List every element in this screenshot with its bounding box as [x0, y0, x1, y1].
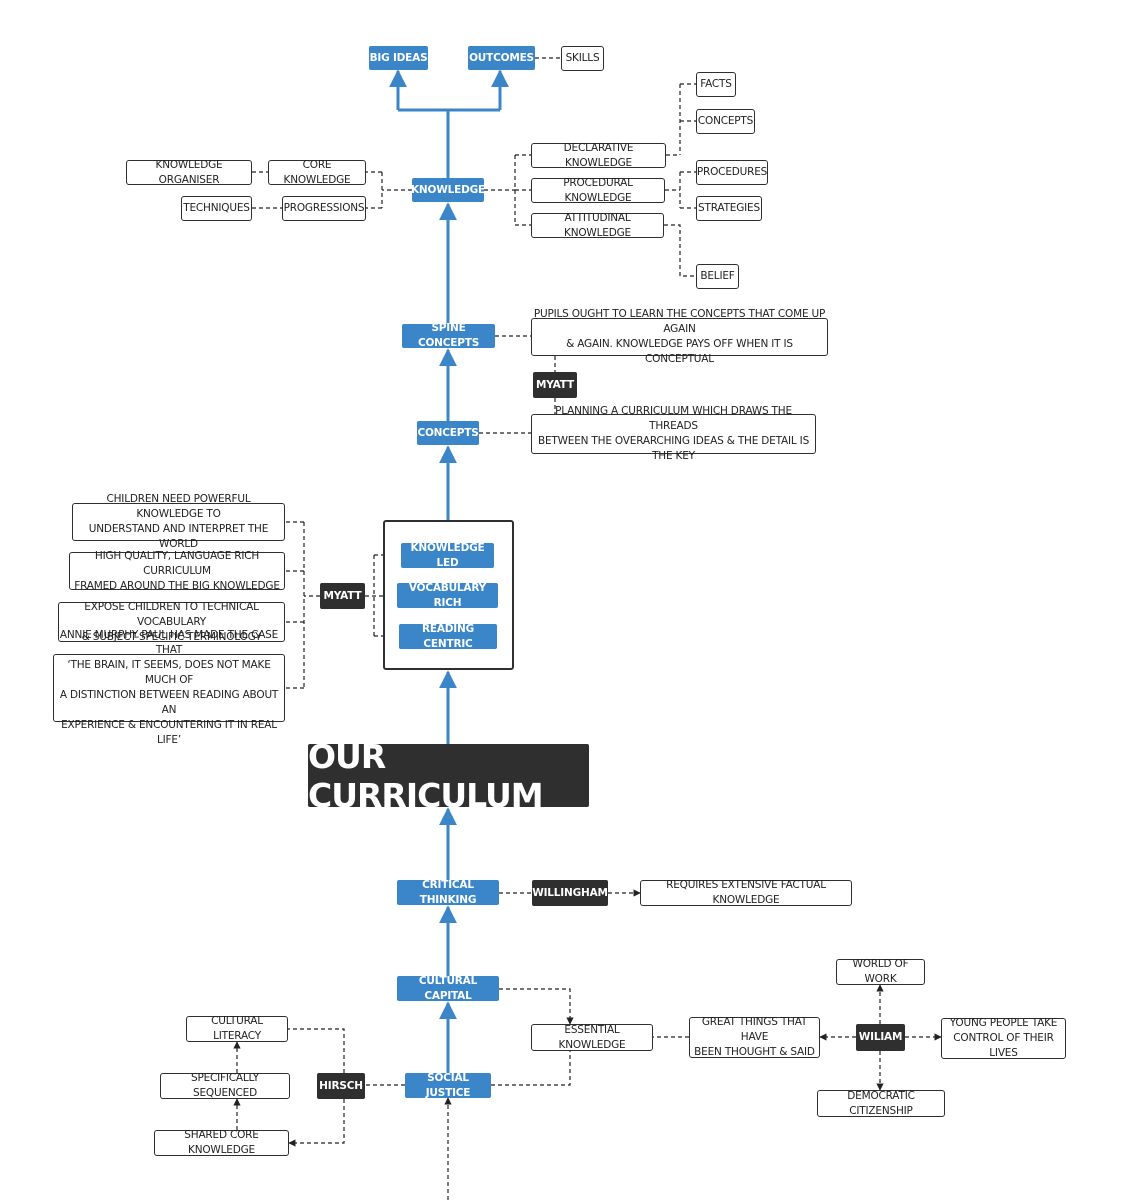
node-belief: BELIEF: [696, 264, 739, 289]
node-young-people: YOUNG PEOPLE TAKE CONTROL OF THEIR LIVES: [941, 1017, 1066, 1059]
node-myatt-mid: MYATT: [320, 583, 365, 609]
node-quote-quality: HIGH QUALITY, LANGUAGE RICH CURRICULUM F…: [69, 550, 285, 592]
node-cultural-capital: CULTURAL CAPITAL: [397, 975, 499, 1002]
node-essential-knowledge: ESSENTIAL KNOWLEDGE: [531, 1024, 653, 1051]
node-willingham: WILLINGHAM: [532, 880, 608, 906]
link-hirsch-cultural-literacy: [288, 1028, 348, 1080]
node-strategies: STRATEGIES: [696, 196, 762, 221]
node-quote-powerful: CHILDREN NEED POWERFUL KNOWLEDGE TO UNDE…: [72, 493, 285, 550]
node-wiliam: WILIAM: [856, 1024, 905, 1051]
node-democratic-citizenship: DEMOCRATIC CITIZENSHIP: [817, 1090, 945, 1117]
node-spine-quote: PUPILS OUGHT TO LEARN THE CONCEPTS THAT …: [531, 308, 828, 365]
node-procedural-knowledge: PROCEDURAL KNOWLEDGE: [531, 177, 665, 204]
node-myatt-top: MYATT: [533, 372, 577, 398]
node-quote-paul: ANNIE MURPHY PAUL HAS MADE THE CASE THAT…: [53, 629, 285, 746]
node-social-justice: SOCIAL JUSTICE: [405, 1072, 491, 1099]
link-attitudinal-belief: [664, 224, 696, 277]
node-knowledge-organiser: KNOWLEDGE ORGANISER: [126, 159, 252, 186]
node-spine-concepts: SPINE CONCEPTS: [402, 322, 495, 349]
node-knowledge: KNOWLEDGE: [411, 178, 485, 202]
node-reading-centric: READING CENTRIC: [399, 623, 497, 650]
node-concepts-leaf: CONCEPTS: [696, 109, 755, 134]
node-facts: FACTS: [696, 72, 736, 97]
node-concepts-quote: PLANNING A CURRICULUM WHICH DRAWS THE TH…: [531, 405, 816, 462]
node-world-of-work: WORLD OF WORK: [836, 958, 925, 985]
link-hirsch-shared: [288, 1099, 345, 1147]
node-factual-knowledge: REQUIRES EXTENSIVE FACTUAL KNOWLEDGE: [640, 879, 852, 906]
node-hirsch: HIRSCH: [317, 1073, 365, 1099]
node-declarative-knowledge: DECLARATIVE KNOWLEDGE: [531, 142, 666, 169]
node-big-ideas: BIG IDEAS: [369, 46, 428, 70]
node-progressions: PROGRESSIONS: [282, 196, 366, 221]
node-specifically-sequenced: SPECIFICALLY SEQUENCED: [160, 1072, 290, 1099]
node-techniques: TECHNIQUES: [181, 196, 252, 221]
node-attitudinal-knowledge: ATTITUDINAL KNOWLEDGE: [531, 212, 664, 239]
node-shared-core-knowledge: SHARED CORE KNOWLEDGE: [154, 1129, 289, 1156]
node-cultural-literacy: CULTURAL LITERACY: [186, 1015, 288, 1042]
node-quote-vocabulary: EXPOSE CHILDREN TO TECHNICAL VOCABULARY …: [58, 601, 285, 643]
node-critical-thinking: CRITICAL THINKING: [397, 879, 499, 906]
link-cultural-essential: [499, 988, 574, 1025]
node-great-things: GREAT THINGS THAT HAVE BEEN THOUGHT & SA…: [689, 1016, 820, 1058]
node-vocabulary-rich: VOCABULARY RICH: [397, 582, 498, 609]
diagram-title: OUR CURRICULUM: [308, 737, 589, 815]
node-core-knowledge: CORE KNOWLEDGE: [268, 159, 366, 186]
node-concepts: CONCEPTS: [417, 421, 479, 445]
node-outcomes: OUTCOMES: [468, 46, 535, 70]
node-procedures: PROCEDURES: [696, 160, 768, 185]
link-social-essential: [491, 1051, 571, 1086]
node-knowledge-led: KNOWLEDGE LED: [401, 542, 494, 569]
node-skills: SKILLS: [561, 46, 604, 71]
